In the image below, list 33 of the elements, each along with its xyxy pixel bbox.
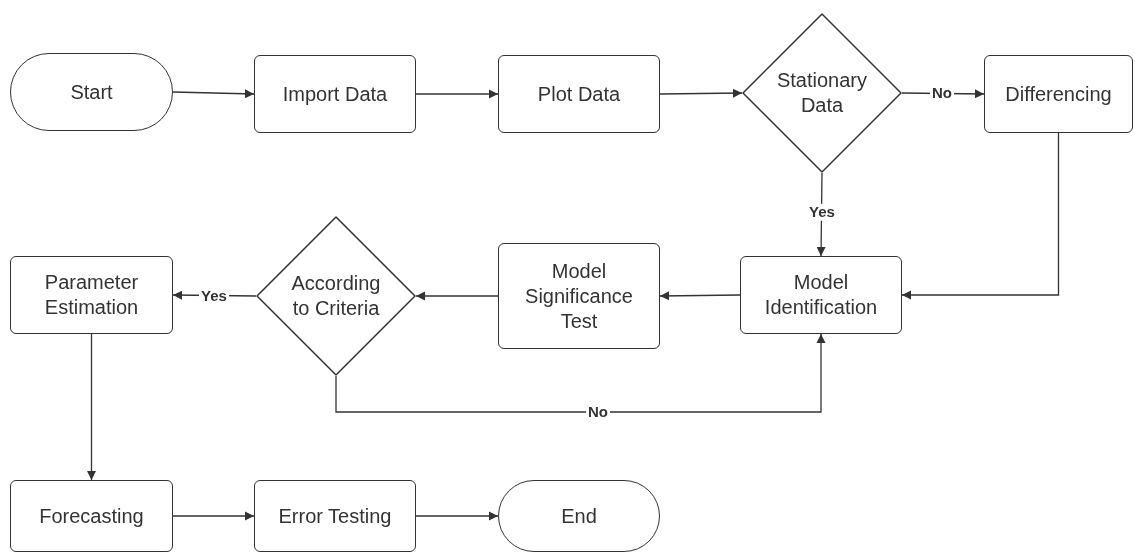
process-box xyxy=(498,55,660,133)
process-box xyxy=(740,256,902,334)
node-label: Forecasting xyxy=(38,503,145,529)
node-label: Error Testing xyxy=(277,503,393,529)
arrow xyxy=(659,88,743,98)
node-label: According to Criteria xyxy=(290,271,382,321)
decision-diamond xyxy=(256,216,416,376)
arrow xyxy=(415,511,499,521)
node-label: Import Data xyxy=(281,81,389,107)
arrow xyxy=(172,89,255,99)
arrow xyxy=(335,333,826,413)
process-box xyxy=(10,480,173,552)
node-label: Model Significance Test xyxy=(524,258,634,334)
node-label: Parameter Estimation xyxy=(43,270,140,320)
arrow xyxy=(86,333,97,481)
arrow xyxy=(901,132,1060,300)
arrow xyxy=(172,511,255,521)
node-label: Plot Data xyxy=(536,81,622,107)
node-label: End xyxy=(560,503,598,529)
process-box xyxy=(254,480,416,552)
arrow xyxy=(415,291,499,301)
process-box xyxy=(498,243,660,349)
arrow xyxy=(659,291,741,301)
node-label: Start xyxy=(69,79,114,105)
edge-label: Yes xyxy=(807,203,837,221)
decision-diamond xyxy=(742,13,902,173)
node-label: Model Identification xyxy=(763,270,879,320)
process-box xyxy=(984,55,1133,133)
arrow xyxy=(415,89,499,99)
node-label: Differencing xyxy=(1004,81,1113,107)
process-box xyxy=(254,55,416,133)
process-box xyxy=(10,256,173,334)
node-label: Stationary Data xyxy=(775,68,869,118)
